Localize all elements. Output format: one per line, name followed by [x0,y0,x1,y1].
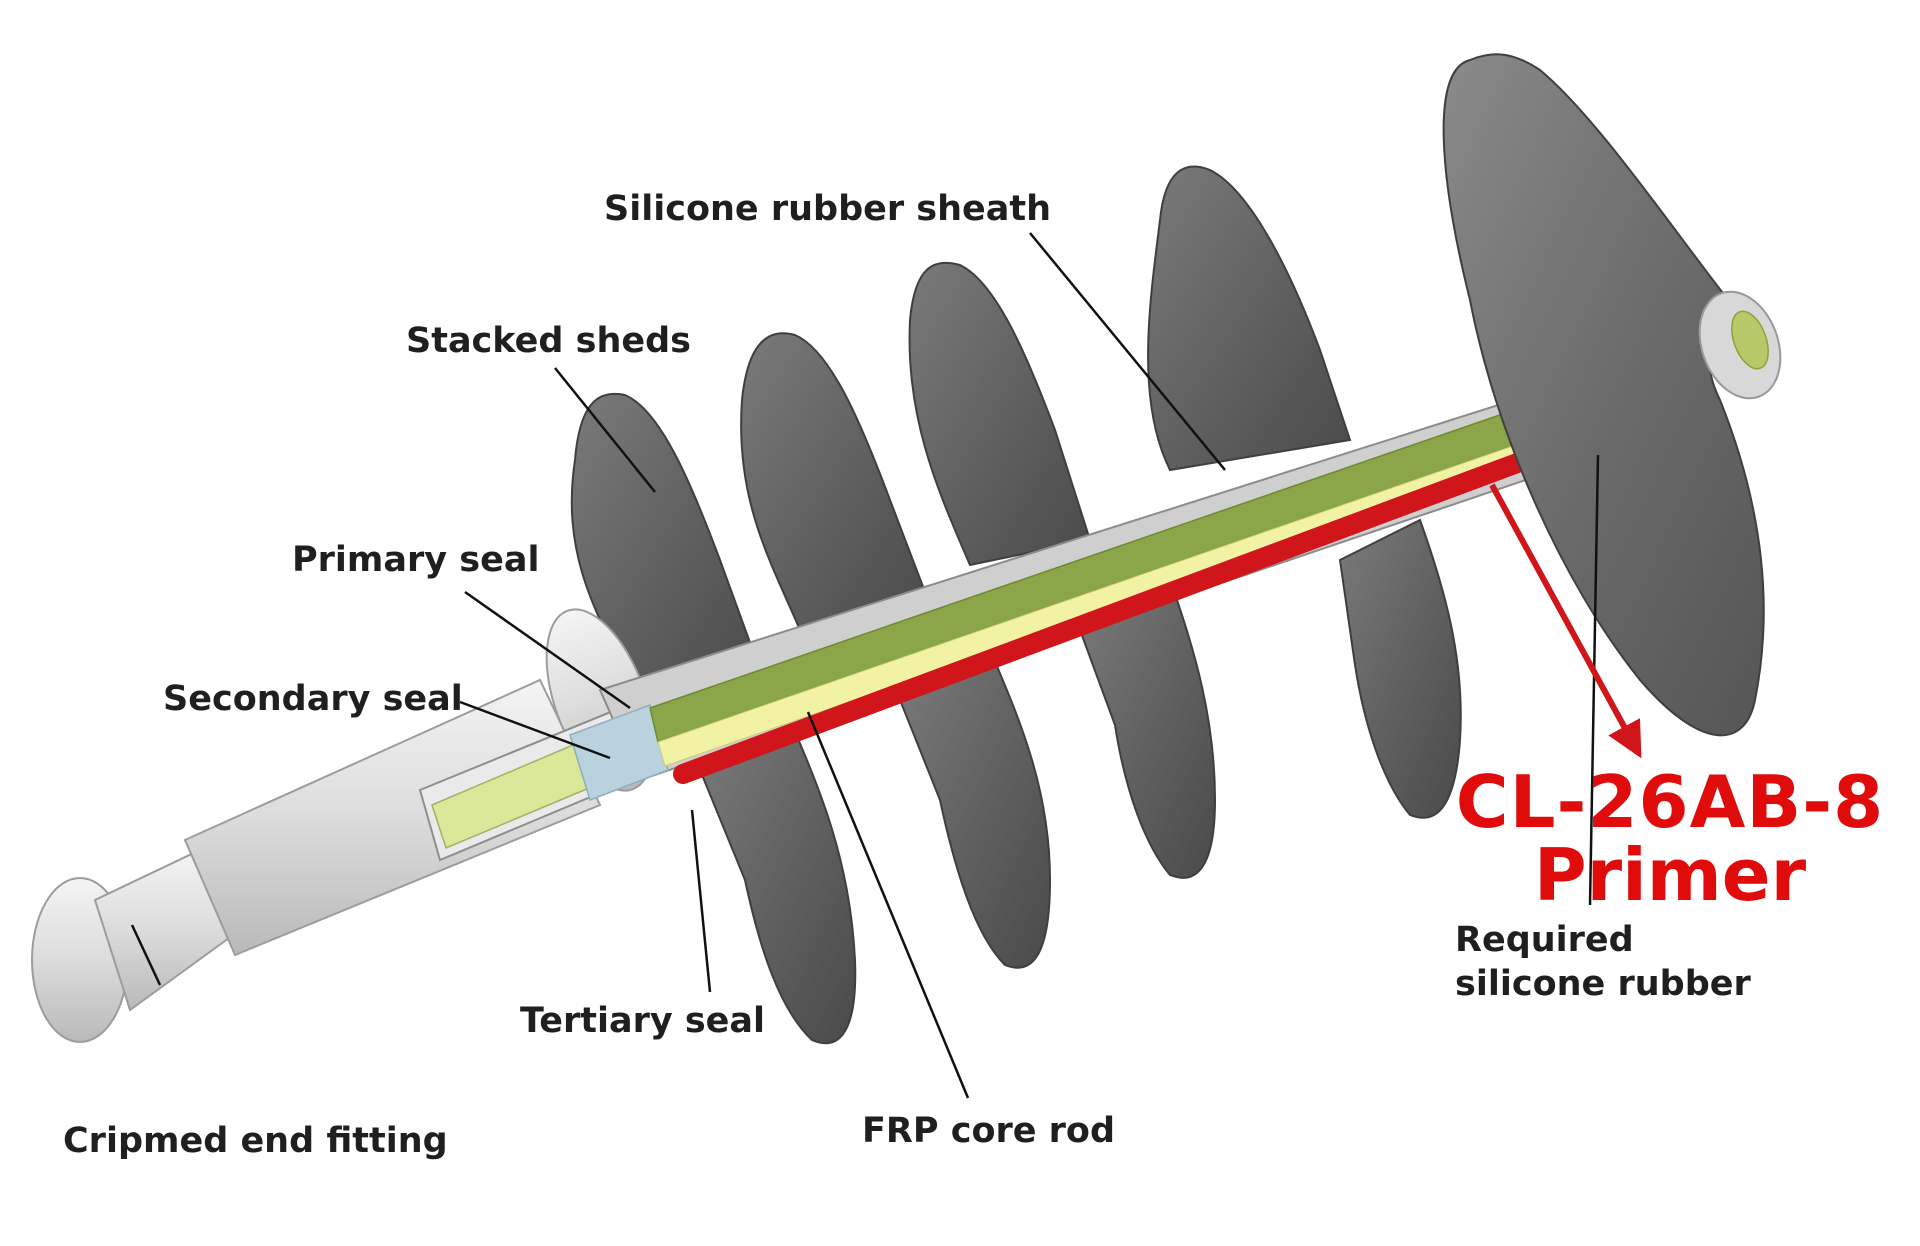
crimped-end-fitting [31,608,657,1043]
lower-shed-2 [898,648,1052,969]
required-note-line2: silicone rubber [1455,964,1751,1005]
label-crimped-end-fitting: Cripmed end fitting [63,1121,448,1161]
leader-lines [130,232,1600,1099]
lower-shed-4 [1338,518,1462,819]
secondary-seal-shape [569,704,669,801]
upper-shed-1 [570,392,762,702]
upper-sheds [570,165,1352,702]
primer-line [673,452,1530,784]
end-shed [1442,53,1782,737]
upper-shed-2 [740,332,932,632]
leader-silicone-sheath [1029,232,1226,471]
primer-product-type: Primer [1533,833,1807,918]
label-primary-seal: Primary seal [292,540,540,580]
upper-shed-4 [1147,165,1352,472]
leader-tertiary-seal [690,809,712,993]
label-stacked-sheds: Stacked sheds [406,321,691,361]
lower-shed-3 [1078,578,1217,879]
leader-primary-seal [464,590,631,710]
end-fitting-body [183,678,602,957]
label-silicone-rubber-sheath: Silicone rubber sheath [604,189,1052,229]
label-tertiary-seal: Tertiary seal [520,1001,766,1041]
lower-shed-1 [698,718,857,1045]
leader-frp-core-rod [806,711,970,1099]
upper-shed-3 [908,261,1092,567]
required-silicone-note: Required silicone rubber [1455,918,1751,1007]
primer-product-code: CL-26AB-8 [1455,760,1885,844]
leader-required-silicone [1588,454,1600,906]
end-shed-core-face [1731,310,1769,370]
leader-secondary-seal [459,700,611,760]
lower-sheds [698,518,1462,1045]
label-secondary-seal: Secondary seal [163,679,463,719]
end-shed-disc [1442,53,1765,737]
leader-stacked-sheds [554,367,656,493]
label-frp-core-rod: FRP core rod [862,1111,1116,1151]
primer-arrow [1489,483,1642,759]
leader-end-fitting [130,924,162,986]
required-note-line1: Required [1455,920,1634,960]
primer-callout: CL-26AB-8 Primer [1450,760,1890,918]
